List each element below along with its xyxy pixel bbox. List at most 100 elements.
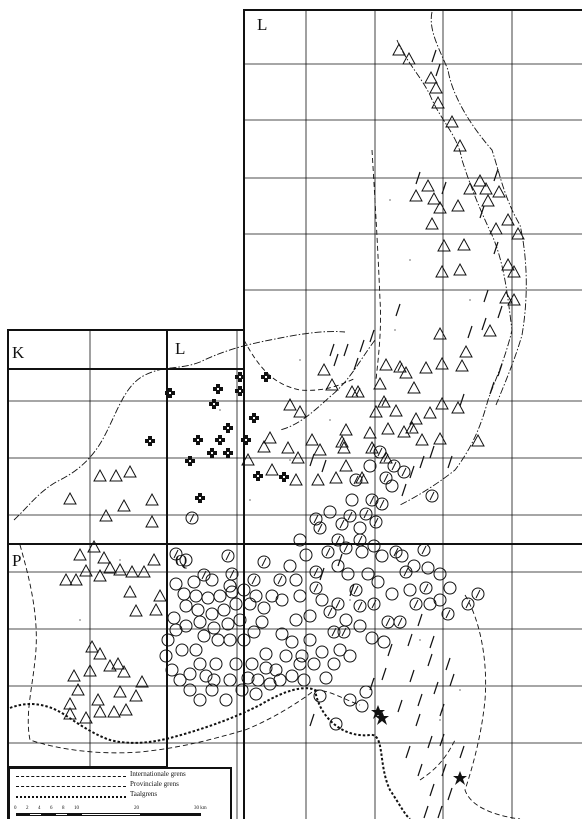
scale-tick-label: 20 [134,806,139,811]
slashed-circle [393,615,407,629]
plain-circle [385,479,399,493]
plain-circle [229,657,243,671]
plain-triangle [459,345,473,358]
cross-symbol [215,435,225,445]
slash-mark [429,445,435,459]
map-legend: Internationale grens Provinciale grens T… [8,767,232,819]
cross-symbol [261,372,271,382]
plain-triangle [291,451,305,464]
plain-circle [273,673,287,687]
plain-triangle [479,182,493,195]
plain-triangle [481,194,495,207]
slash-mark [369,677,375,691]
plain-triangle [117,499,131,512]
slash-mark [405,745,411,759]
plain-circle [307,657,321,671]
slash-mark [493,168,499,182]
slash-mark [449,673,455,687]
plain-circle [293,657,307,671]
cross-symbol [279,472,289,482]
plain-triangle [369,405,383,418]
slash-mark [431,49,437,63]
plain-triangle [329,471,343,484]
slashed-circle [471,587,485,601]
plain-circle [407,559,421,573]
plain-triangle [397,425,411,438]
plain-circle [403,583,417,597]
plain-triangle [483,324,497,337]
slashed-circle [343,509,357,523]
slash-mark [309,713,315,727]
plain-triangle [339,423,353,436]
slash-mark [381,667,387,681]
plain-triangle [424,71,438,84]
plain-circle [249,589,263,603]
cross-symbol [213,384,223,394]
plain-triangle [423,406,437,419]
slashed-circle [309,581,323,595]
slash-mark [497,363,503,377]
plain-triangle [305,433,319,446]
slash-mark [467,325,473,339]
slashed-circle [221,549,235,563]
plain-triangle [119,703,133,716]
plain-circle [189,643,203,657]
cross-symbol [223,423,233,433]
slashed-circle [225,567,239,581]
plain-circle [289,613,303,627]
plain-triangle [313,443,327,456]
slashed-circle [369,515,383,529]
plain-triangle [427,192,441,205]
plain-circle [265,589,279,603]
slashed-circle [461,597,475,611]
plain-triangle [421,179,435,192]
plain-circle [223,673,237,687]
slashed-circle [375,497,389,511]
plain-triangle [99,509,113,522]
scale-segment [42,813,55,816]
plain-triangle [265,463,279,476]
slash-mark [407,633,413,647]
slashed-circle [349,473,363,487]
plain-triangle [435,357,449,370]
plain-triangle [147,553,161,566]
plain-triangle [451,199,465,212]
plain-circle [193,657,207,671]
slash-mark [329,343,335,357]
plain-triangle [93,705,107,718]
slash-mark [417,693,423,707]
slashed-circle [335,517,349,531]
plain-triangle [473,174,487,187]
plain-triangle [59,573,73,586]
slash-mark [359,339,365,353]
legend-label: Internationale grens [130,770,186,778]
slash-mark [321,459,327,473]
plain-circle [339,613,353,627]
plain-circle [367,539,381,553]
plain-circle [385,587,399,601]
plain-triangle [379,358,393,371]
plain-circle [247,625,261,639]
plain-triangle [433,327,447,340]
plain-circle [283,559,297,573]
plain-triangle [113,685,127,698]
slashed-circle [441,607,455,621]
slashed-circle [419,581,433,595]
plain-triangle [263,431,277,444]
slash-mark [417,763,423,777]
slash-mark [333,353,339,367]
plain-circle [297,673,311,687]
cross-symbol [193,435,203,445]
plain-triangle [293,405,307,418]
plain-circle [377,635,391,649]
sheet-label-k: K [12,343,25,362]
plain-triangle [73,548,87,561]
slash-mark [435,63,441,77]
legend-item-international: Internationale grens [14,770,228,781]
plain-circle [205,607,219,621]
plain-triangle [281,441,295,454]
plain-circle [179,599,193,613]
slashed-circle [367,597,381,611]
plain-circle [355,545,369,559]
